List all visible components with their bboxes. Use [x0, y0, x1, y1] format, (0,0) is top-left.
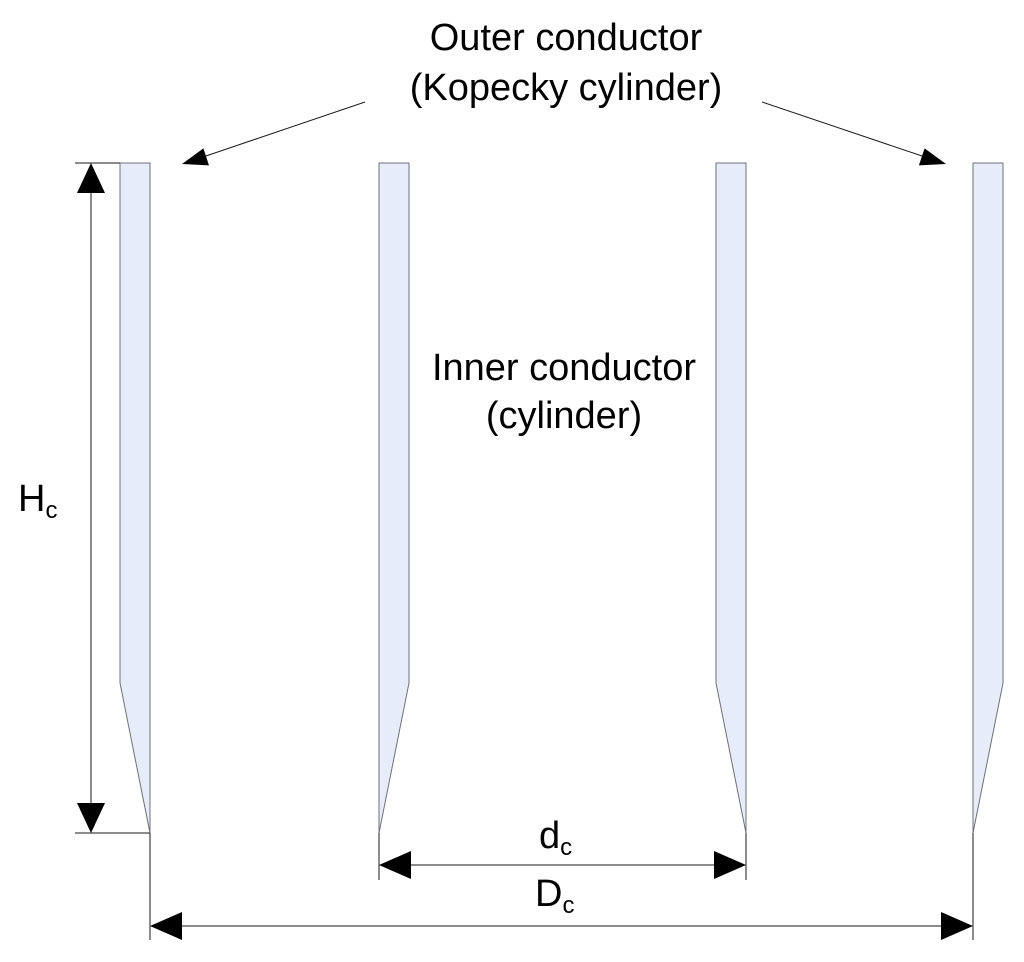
outer-conductor-right-wall — [972, 162, 1004, 834]
outer-diameter-arrowhead-right — [941, 912, 973, 940]
inner-diameter-arrowhead-left — [379, 851, 411, 879]
height-dimension: Hc — [18, 162, 150, 834]
outer-conductor-label-line1: Outer conductor — [430, 17, 703, 59]
height-arrowhead-bottom — [77, 803, 105, 833]
outer-left-pointer-arrowhead — [182, 148, 209, 166]
outer-diameter-symbol-label: Dc — [535, 873, 574, 919]
inner-conductor-right-wall — [715, 162, 747, 834]
outer-right-pointer-arrowhead — [918, 148, 946, 166]
inner-conductor-label-line2: (cylinder) — [486, 395, 642, 437]
outer-conductor-label-line2: (Kopecky cylinder) — [410, 67, 723, 109]
outer-diameter-dimension: Dc — [149, 833, 974, 940]
inner-diameter-symbol-label: dc — [539, 815, 572, 861]
outer-diameter-arrowhead-left — [150, 912, 182, 940]
height-arrowhead-top — [77, 163, 105, 193]
outer-conductor-left-wall — [119, 162, 151, 834]
inner-diameter-arrowhead-right — [714, 851, 746, 879]
outer-conductor-callout: Outer conductor (Kopecky cylinder) — [182, 17, 946, 166]
height-symbol-label: Hc — [18, 478, 57, 524]
inner-conductor-left-wall — [378, 162, 410, 834]
inner-conductor-label-line1: Inner conductor — [432, 347, 696, 389]
conductor-walls — [119, 162, 1004, 834]
outer-left-pointer-line — [199, 101, 366, 159]
inner-diameter-dimension: dc — [378, 815, 747, 880]
inner-conductor-callout: Inner conductor (cylinder) — [432, 347, 696, 437]
outer-right-pointer-line — [761, 101, 929, 159]
